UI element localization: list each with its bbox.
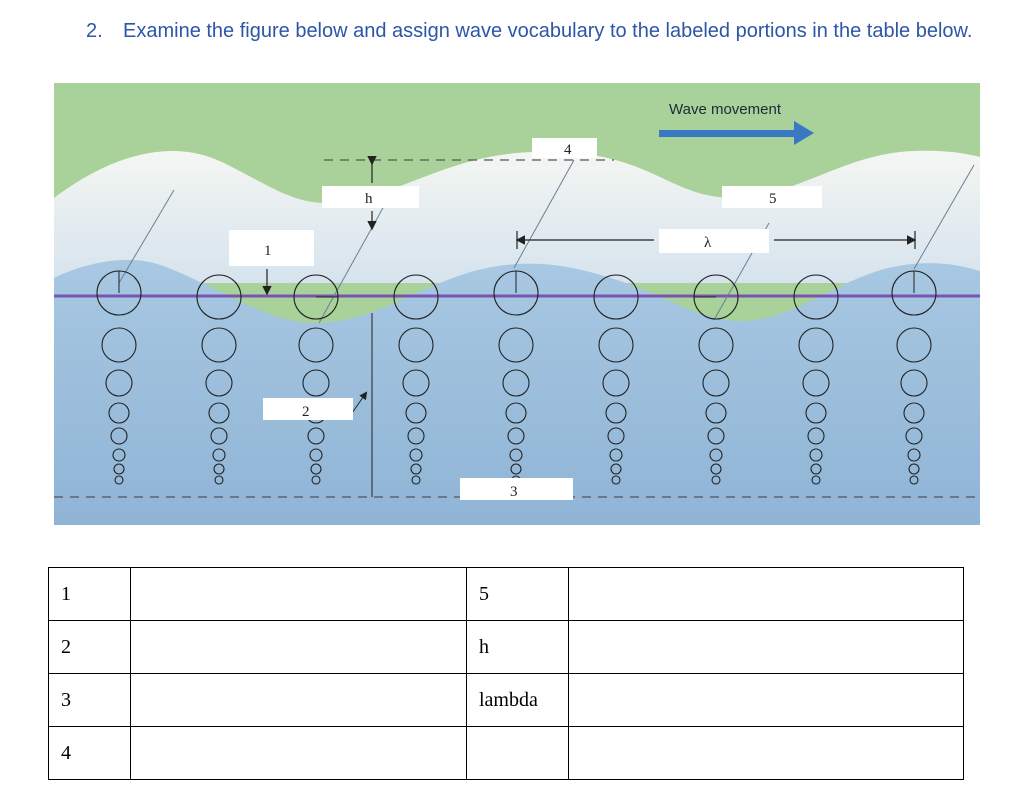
question-text: Examine the figure below and assign wave… bbox=[123, 20, 973, 42]
wave-movement-arrow bbox=[659, 121, 814, 145]
svg-text:λ: λ bbox=[704, 235, 712, 251]
row-label-left: 1 bbox=[48, 567, 131, 621]
label-box-h: h bbox=[322, 186, 419, 208]
row-label-right: lambda bbox=[466, 673, 569, 727]
orbital-column bbox=[293, 274, 339, 485]
orbital-column bbox=[793, 274, 839, 485]
answer-cell-right[interactable] bbox=[568, 726, 964, 780]
svg-text:4: 4 bbox=[564, 142, 572, 158]
row-label-right: h bbox=[466, 620, 569, 674]
orbit-radius-markers bbox=[118, 271, 915, 298]
svg-text:1: 1 bbox=[264, 243, 272, 259]
row-label-left: 2 bbox=[48, 620, 131, 674]
orbital-column bbox=[393, 274, 439, 485]
orbital-column bbox=[693, 274, 739, 485]
answer-cell-left[interactable] bbox=[130, 567, 467, 621]
table-row: 2 h bbox=[48, 620, 964, 674]
depth-pointer bbox=[351, 391, 368, 414]
row-label-left: 3 bbox=[48, 673, 131, 727]
label-box-3: 3 bbox=[460, 478, 573, 500]
label-box-2: 2 bbox=[263, 398, 353, 420]
svg-text:5: 5 bbox=[769, 191, 777, 207]
orbital-column bbox=[593, 274, 639, 485]
projection-line bbox=[118, 189, 175, 284]
svg-text:2: 2 bbox=[302, 404, 310, 420]
answer-cell-left[interactable] bbox=[130, 673, 467, 727]
answer-cell-right[interactable] bbox=[568, 620, 964, 674]
svg-text:h: h bbox=[365, 191, 373, 207]
projection-line bbox=[318, 187, 395, 324]
label-box-5: 5 bbox=[722, 186, 822, 208]
wave-diagram: Wave movement 1 2 3 4 5 h λ bbox=[54, 83, 980, 525]
orbital-columns bbox=[96, 270, 937, 485]
table-row: 4 bbox=[48, 726, 964, 780]
water-body bbox=[54, 259, 980, 525]
orbital-column bbox=[196, 274, 242, 485]
question-number: 2. bbox=[86, 20, 103, 42]
row-label-left: 4 bbox=[48, 726, 131, 780]
wave-movement-title: Wave movement bbox=[669, 101, 782, 118]
label-box-1: 1 bbox=[229, 230, 314, 266]
projection-line bbox=[913, 164, 975, 270]
table-row: 3 lambda bbox=[48, 673, 964, 727]
answer-cell-left[interactable] bbox=[130, 620, 467, 674]
vocabulary-table: 1 5 2 h 3 lambda 4 bbox=[48, 567, 964, 780]
wave-figure: Wave movement 1 2 3 4 5 h λ bbox=[54, 83, 980, 525]
svg-text:3: 3 bbox=[510, 484, 518, 500]
label-box-lambda: λ bbox=[659, 229, 769, 253]
label-box-4: 4 bbox=[532, 138, 597, 158]
answer-cell-right[interactable] bbox=[568, 567, 964, 621]
answer-cell-left[interactable] bbox=[130, 726, 467, 780]
orbital-column bbox=[891, 270, 937, 485]
row-label-right: 5 bbox=[466, 567, 569, 621]
table-row: 1 5 bbox=[48, 567, 964, 621]
row-label-right bbox=[466, 726, 569, 780]
projection-line bbox=[513, 159, 575, 269]
answer-cell-right[interactable] bbox=[568, 673, 964, 727]
